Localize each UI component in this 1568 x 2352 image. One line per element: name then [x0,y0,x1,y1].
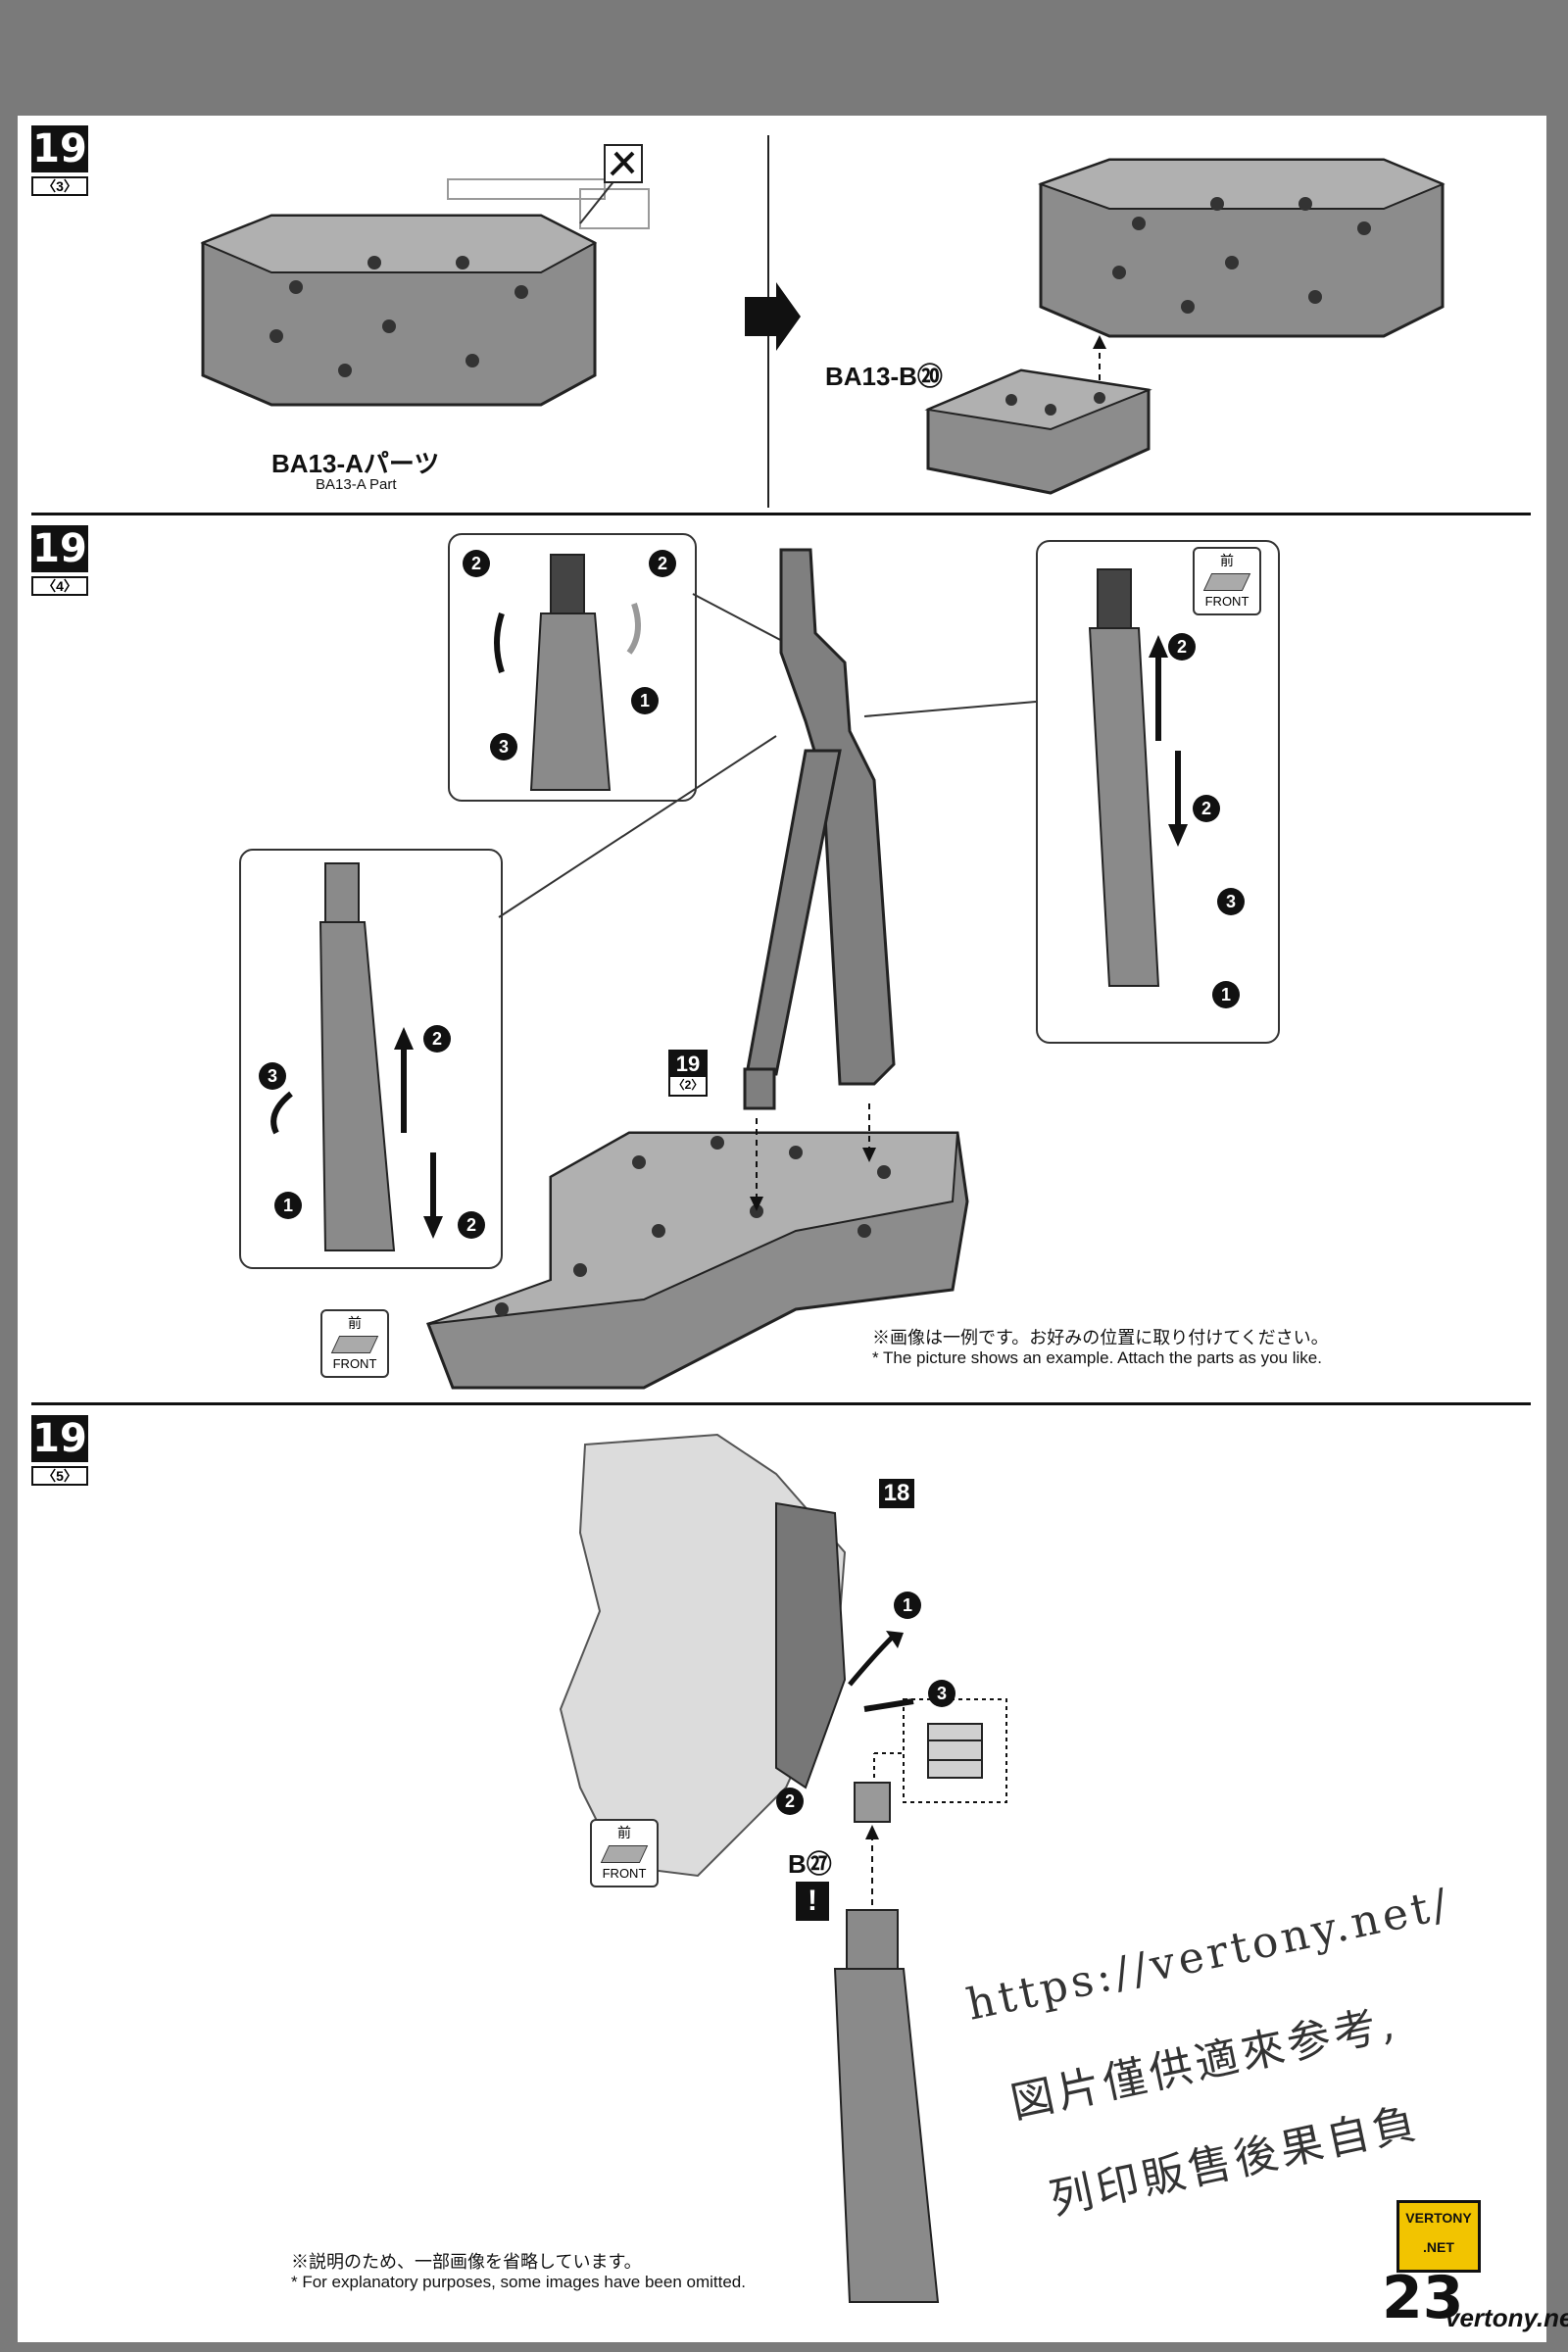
panel-step-19-5: 19 〈5〉 18 1 3 2 B [31,1415,1531,2317]
part-b-label: BA13-B⑳ [825,362,943,391]
marker-3: 3 [259,1062,286,1090]
ref-step-19-2: 19 〈2〉 [668,1050,708,1097]
front-orientation-icon: 前 FRONT [590,1819,659,1887]
marker-2: 2 [463,550,490,577]
substep-label: 〈4〉 [31,576,88,596]
marker-1: 1 [894,1592,921,1619]
step-number: 19 [31,1415,88,1462]
note-en: * The picture shows an example. Attach t… [872,1348,1322,1367]
marker-1: 1 [631,687,659,714]
marker-1: 1 [1212,981,1240,1008]
panel-step-19-4: 19 〈4〉 [31,525,1531,1405]
marker-3: 3 [1217,888,1245,915]
ref-part-18: 18 [879,1479,914,1508]
part-b27-label: B㉗ [788,1849,832,1879]
page-number: 23 [1382,2264,1464,2332]
substep-label: 〈3〉 [31,176,88,196]
marker-2: 2 [423,1025,451,1053]
note-jp: ※画像は一例です。お好みの位置に取り付けてください。 [872,1328,1329,1348]
step-number: 19 [31,125,88,172]
front-orientation-icon: 前 FRONT [320,1309,389,1378]
marker-3: 3 [928,1680,956,1707]
mount-illustration [559,1433,1007,2303]
vertony-badge: VERTONY .NET [1396,2200,1481,2273]
note-jp: ※説明のため、一部画像を省略しています。 [291,2252,642,2272]
marker-2: 2 [1168,633,1196,661]
marker-3: 3 [490,733,517,760]
marker-2: 2 [1193,795,1220,822]
part-a-label-en: BA13-A Part [316,476,397,493]
stand-assembly-illustration [270,548,1188,1390]
front-orientation-icon: 前 FRONT [1193,547,1261,615]
marker-1: 1 [274,1192,302,1219]
manual-page: 19 〈3〉 [18,116,1546,2342]
marker-2: 2 [649,550,676,577]
part-a-label: BA13-Aパーツ [271,449,440,478]
warning-icon: ! [796,1882,829,1921]
note-en: * For explanatory purposes, some images … [291,2273,746,2291]
step-number: 19 [31,525,88,572]
panel-step-19-3: 19 〈3〉 [31,125,1531,515]
footer-url: vertony.net [1446,2303,1568,2332]
substep-label: 〈5〉 [31,1466,88,1486]
marker-2: 2 [458,1211,485,1239]
marker-2: 2 [776,1788,804,1815]
base-assembly-illustration [200,135,1446,508]
